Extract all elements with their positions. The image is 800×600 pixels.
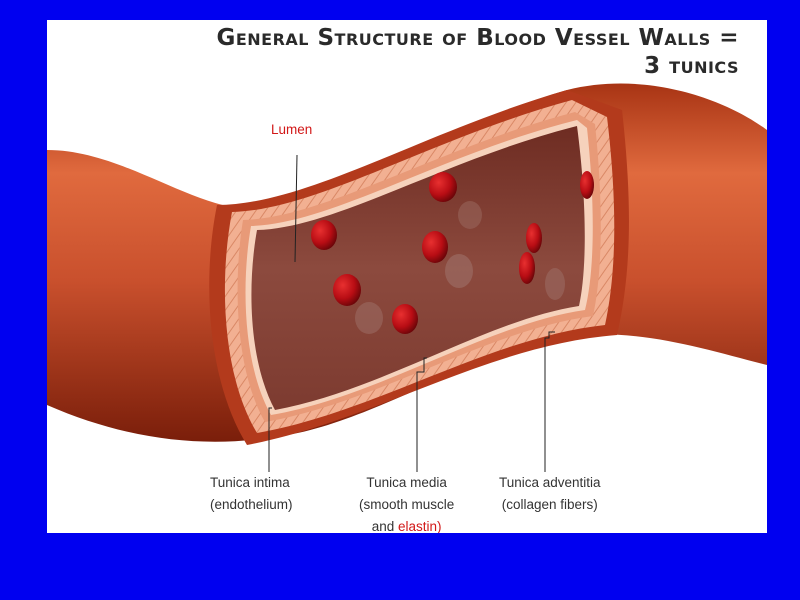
page-title: General Structure of Blood Vessel Walls …: [216, 24, 739, 80]
tunica-media-detail-1: (smooth muscle: [359, 497, 455, 512]
shadow-blood-cell: [458, 201, 482, 229]
red-blood-cell: [429, 172, 457, 202]
media-leader-line: [416, 357, 427, 472]
lumen-label: Lumen: [271, 122, 313, 137]
intima-leader-line: [268, 407, 272, 472]
shadow-blood-cell: [445, 254, 473, 288]
tunica-adventitia-label: Tunica adventitia (collagen fibers): [499, 472, 601, 516]
leader-lines: [268, 154, 555, 472]
lumen-leader-line: [294, 154, 298, 263]
tunica-adventitia-detail: (collagen fibers): [501, 497, 598, 512]
red-blood-cell: [519, 252, 535, 284]
lumen-cavity: [251, 126, 585, 410]
tunica-adventitia-name: Tunica adventitia: [499, 475, 601, 490]
tunica-media-name: Tunica media: [366, 475, 447, 490]
shadow-blood-cell: [545, 268, 565, 300]
tunica-intima-detail: (endothelium): [210, 497, 293, 512]
blood-cells: [311, 171, 594, 334]
title-line-2: 3 tunics: [644, 53, 739, 79]
blood-vessel-diagram: [47, 83, 767, 472]
media-elastin-text: elastin): [398, 519, 442, 533]
title-line-1: General Structure of Blood Vessel Walls …: [216, 25, 739, 51]
red-blood-cell: [422, 231, 448, 263]
red-blood-cell: [311, 220, 337, 250]
red-blood-cell: [333, 274, 361, 306]
tunica-media-detail-2: and elastin): [359, 516, 454, 533]
adventitia-leader-line: [544, 331, 555, 472]
red-blood-cell: [392, 304, 418, 334]
shadow-blood-cell: [355, 302, 383, 334]
tunica-intima-label: Tunica intima (endothelium): [210, 472, 293, 516]
slide: General Structure of Blood Vessel Walls …: [47, 20, 767, 533]
tunica-intima-name: Tunica intima: [210, 475, 290, 490]
red-blood-cell: [526, 223, 542, 253]
tunica-media-label: Tunica media (smooth muscle and elastin): [359, 472, 454, 533]
media-and-text: and: [371, 519, 399, 533]
red-blood-cell: [580, 171, 594, 199]
